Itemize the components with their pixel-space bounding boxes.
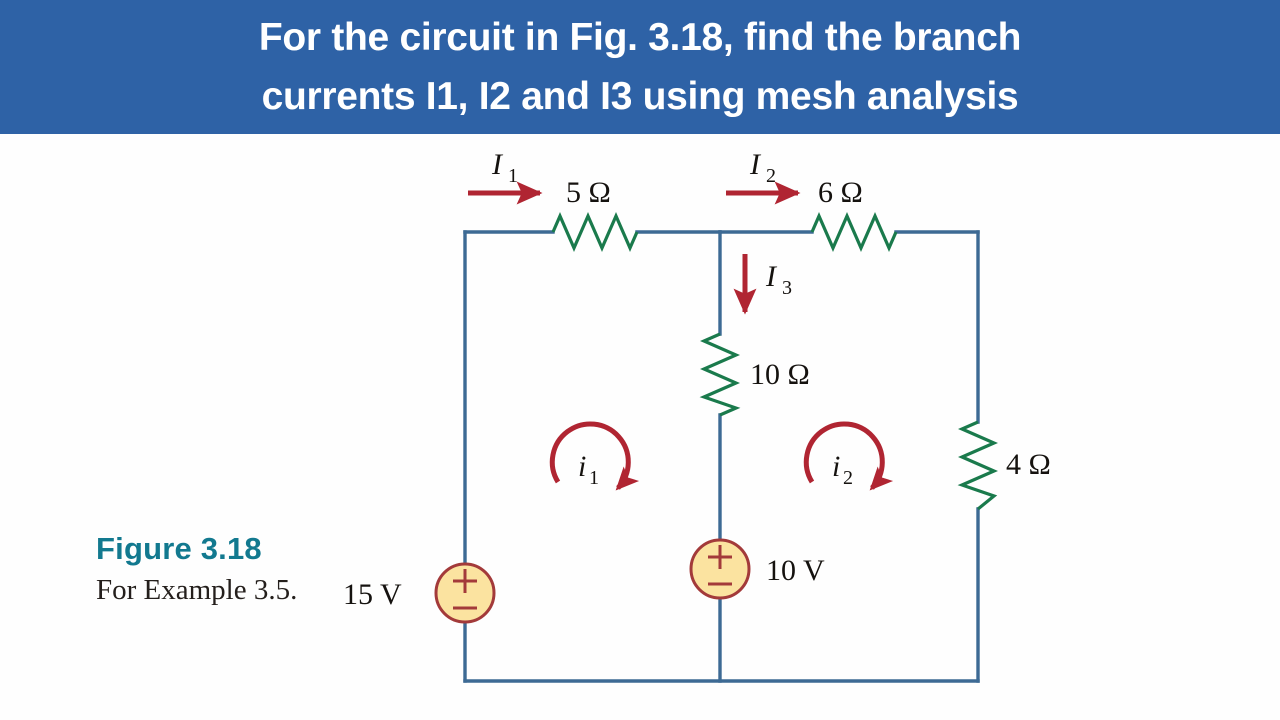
- figure-caption-title: Figure 3.18: [96, 531, 262, 566]
- figure-area: 5 Ω 6 Ω 10 Ω 4 Ω 15 V: [0, 134, 1280, 720]
- mesh-i2-symbol: i: [832, 450, 840, 483]
- circuit-diagram: 5 Ω 6 Ω 10 Ω 4 Ω 15 V: [343, 148, 1051, 683]
- current-i1-symbol: I: [491, 148, 504, 181]
- resistor-5ohm-label: 5 Ω: [566, 176, 611, 209]
- current-i2-symbol: I: [749, 148, 762, 181]
- source-10v-plus-icon: [708, 545, 732, 569]
- mesh-i1-subscript: 1: [589, 467, 599, 489]
- mesh-i2-subscript: 2: [843, 467, 853, 489]
- circuit-wires: [463, 230, 980, 683]
- resistor-labels: 5 Ω 6 Ω 10 Ω 4 Ω: [566, 176, 1051, 481]
- figure-caption-description: For Example 3.5.: [96, 574, 298, 607]
- mesh-current-loops: [549, 421, 894, 491]
- header-band: For the circuit in Fig. 3.18, find the b…: [0, 0, 1280, 134]
- resistor-10ohm-zigzag: [699, 332, 741, 417]
- mesh-current-labels: i 1 i 2: [578, 450, 853, 489]
- resistor-4ohm-zigzag: [957, 420, 998, 511]
- branch-current-arrows: I 1 I 2 I 3: [468, 148, 801, 315]
- voltage-source-10v: 10 V: [689, 538, 825, 600]
- source-15v-label: 15 V: [343, 578, 402, 611]
- resistor-10ohm-label: 10 Ω: [750, 358, 810, 391]
- resistor-5ohm-zigzag: [551, 212, 639, 252]
- current-i1-subscript: 1: [508, 165, 518, 187]
- page-title: For the circuit in Fig. 3.18, find the b…: [258, 15, 1022, 118]
- figure-caption: Figure 3.18 For Example 3.5.: [96, 531, 436, 608]
- current-i3-symbol: I: [765, 260, 778, 293]
- source-10v-label: 10 V: [766, 554, 825, 587]
- current-i3-subscript: 3: [782, 277, 792, 299]
- mesh-i2-arc-icon: [803, 421, 894, 491]
- resistor-symbols: [551, 212, 998, 511]
- resistor-4ohm-label: 4 Ω: [1006, 448, 1051, 481]
- mesh-i1-symbol: i: [578, 450, 586, 483]
- mesh-i1-arc-icon: [549, 421, 640, 491]
- current-i2-subscript: 2: [766, 165, 776, 187]
- resistor-6ohm-label: 6 Ω: [818, 176, 863, 209]
- source-15v-plus-icon: [453, 569, 477, 593]
- resistor-6ohm-zigzag: [810, 212, 898, 252]
- voltage-source-15v: 15 V: [343, 562, 496, 624]
